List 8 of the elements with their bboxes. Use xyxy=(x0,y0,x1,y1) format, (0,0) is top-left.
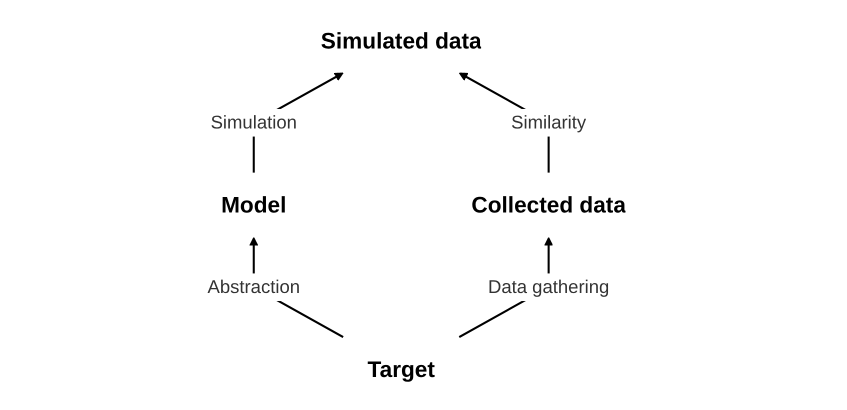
node-text: Model xyxy=(221,192,286,218)
edge-label: Abstraction xyxy=(207,276,300,297)
edge-label: Data gathering xyxy=(488,276,610,297)
node-text: Simulated data xyxy=(320,28,482,54)
edge-label: Simulation xyxy=(210,112,297,133)
edge-label: Similarity xyxy=(511,112,586,133)
node-text: Target xyxy=(367,356,435,382)
node-text: Collected data xyxy=(471,192,626,218)
